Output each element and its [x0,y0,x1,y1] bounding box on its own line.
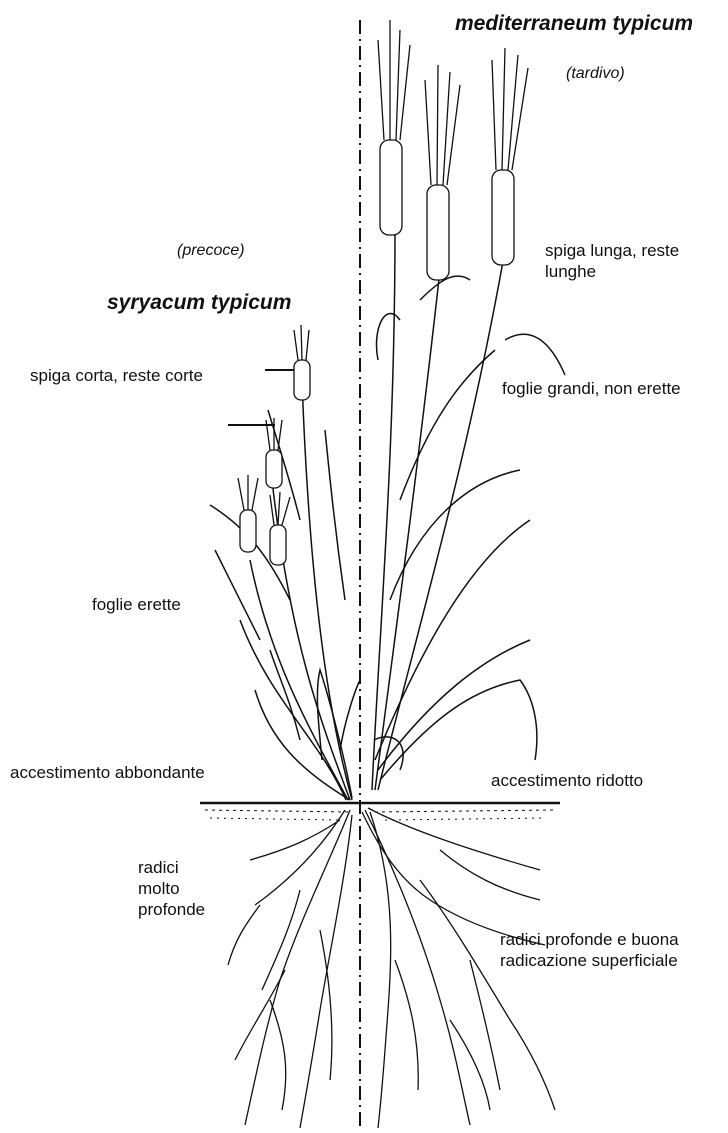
left-leaves-label: foglie erette [92,594,181,615]
left-spike-label: spiga corta, reste corte [30,365,203,386]
right-tillering-label: accestimento ridotto [491,770,643,791]
left-variety-name: syryacum typicum [107,291,291,315]
right-spike-label: spiga lunga, reste lunghe [545,240,679,282]
left-spikes [238,325,310,565]
right-variety-name: mediterraneum typicum [455,12,693,36]
right-spikes [378,20,528,280]
left-tillering-label: accestimento abbondante [10,762,205,783]
right-leaves-label: foglie grandi, non erette [502,378,681,399]
left-plant [210,380,360,800]
left-variety-timing: (precoce) [177,240,245,261]
left-roots-label: radici molto profonde [138,857,205,920]
ground-surface [200,803,560,820]
right-plant [372,230,565,790]
right-roots-label: radici profonde e buona radicazione supe… [500,929,679,971]
right-variety-timing: (tardivo) [566,63,625,84]
roots-left [228,810,352,1128]
